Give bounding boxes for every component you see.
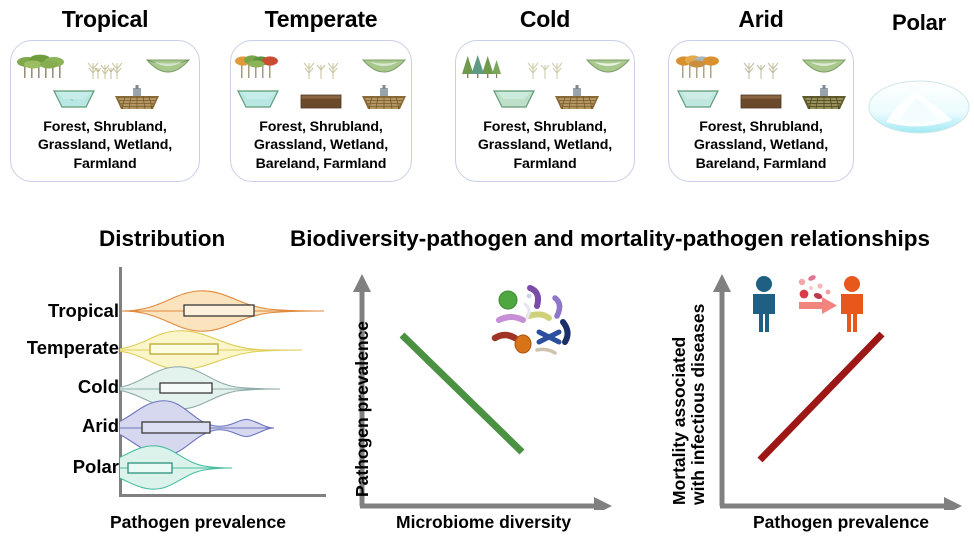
- biodiversity-x-axis-label: Microbiome diversity: [396, 512, 572, 532]
- relationships-panel-title: Biodiversity-pathogen and mortality-path…: [290, 226, 931, 251]
- climate-zone-temperate: Temperate: [230, 6, 412, 182]
- wetland-icon: [492, 90, 535, 108]
- violin-polar: [120, 445, 233, 490]
- distribution-x-axis-label: Pathogen prevalence: [110, 512, 287, 532]
- biome-icon-rows: [231, 50, 411, 113]
- zone-terms-line: Grassland, Wetland,: [37, 137, 173, 154]
- farmland-icon: [554, 85, 599, 110]
- biome-icon-row-1: [11, 50, 199, 81]
- zone-terms: Forest, Shrubland, Grassland, Wetland, B…: [254, 118, 388, 173]
- wetland-icon: [677, 90, 719, 108]
- zone-card: Forest, Shrubland, Grassland, Wetland, F…: [455, 40, 635, 182]
- mixed-forest-icon: [235, 55, 278, 78]
- farmland-icon: [802, 85, 846, 110]
- zone-title: Tropical: [61, 6, 149, 32]
- pathogen-particles-icon: [798, 275, 831, 300]
- bareland-icon: [300, 94, 342, 109]
- grassland-icon: [585, 59, 631, 73]
- zone-terms-line: Forest, Shrubland,: [699, 119, 823, 135]
- farmland-icon: [114, 85, 159, 110]
- shrubland-icon: [303, 62, 339, 79]
- climate-zone-cold: Cold: [455, 6, 635, 182]
- climate-zone-tropical: Tropical: [10, 6, 200, 182]
- bareland-icon: [740, 94, 782, 109]
- violin-series-group: [120, 290, 325, 490]
- grassland-icon: [801, 59, 847, 73]
- zone-terms-line: Grassland, Wetland,: [253, 137, 389, 154]
- grassland-icon: [145, 59, 191, 73]
- wetland-icon: [237, 90, 279, 108]
- zone-title: Temperate: [264, 6, 378, 32]
- zone-card: Forest, Shrubland, Grassland, Wetland, B…: [668, 40, 854, 182]
- distribution-x-axis: [119, 494, 326, 497]
- distribution-chart: Tropical Temperate Cold Arid Polar: [14, 265, 326, 515]
- zone-terms-line: Farmland: [513, 155, 577, 172]
- wetland-icon: ~: [52, 90, 95, 108]
- disease-transmission-icon: [753, 275, 863, 332]
- biome-icon-row-1: [456, 50, 634, 81]
- biome-icon-rows: ~: [11, 50, 199, 113]
- zone-title: Arid: [738, 6, 784, 32]
- trend-line-positive: [757, 331, 885, 463]
- biome-icon-row-1: [669, 50, 853, 81]
- zone-terms-line: Bareland, Farmland: [255, 155, 387, 172]
- microbe-cluster-icon: [491, 285, 571, 355]
- cat-label-polar: Polar: [72, 456, 119, 477]
- cat-label-tropical: Tropical: [48, 300, 119, 321]
- mortality-y-axis-label-line: with infectious diseases: [687, 303, 708, 505]
- grassland-icon: [361, 59, 407, 73]
- zone-terms-line: Farmland: [73, 155, 137, 172]
- zone-terms-line: Bareland, Farmland: [695, 155, 827, 172]
- mortality-x-axis-label: Pathogen prevalence: [753, 512, 930, 532]
- cat-label-cold: Cold: [77, 376, 119, 397]
- violin-temperate: [120, 330, 303, 370]
- zone-title: Polar: [891, 10, 947, 35]
- conifer-forest-icon: [462, 55, 501, 78]
- mortality-axes: [713, 274, 962, 510]
- biodiversity-pathogen-chart: [340, 270, 620, 510]
- zone-terms-line: Forest, Shrubland,: [483, 119, 607, 135]
- mortality-y-axis-label: Mortality associated with infectious dis…: [669, 303, 708, 505]
- biome-icon-row-2: [456, 82, 634, 113]
- biome-icon-row-1: [231, 50, 411, 81]
- mortality-y-axis-label-line: Mortality associated: [669, 336, 689, 505]
- zone-terms-line: Forest, Shrubland,: [259, 119, 383, 135]
- trend-line-negative: [399, 332, 525, 455]
- zone-terms: Forest, Shrubland, Grassland, Wetland, F…: [478, 118, 612, 173]
- shrubland-icon: [527, 62, 563, 79]
- distribution-panel-title: Distribution: [99, 226, 226, 251]
- biome-icon-rows: [456, 50, 634, 113]
- cat-label-arid: Arid: [82, 415, 119, 436]
- biome-icon-rows: [669, 50, 853, 113]
- person-orange-icon: [841, 276, 863, 332]
- biome-icon-row-2: [231, 82, 411, 113]
- zone-card: ~ Forest, Shrubland, Grassland, Wetl: [10, 40, 200, 182]
- zone-terms-line: Grassland, Wetland,: [693, 137, 829, 154]
- zone-terms: Forest, Shrubland, Grassland, Wetland, B…: [694, 118, 828, 173]
- shrubland-icon: [87, 62, 123, 79]
- biome-icon-row-2: ~: [11, 82, 199, 113]
- mortality-pathogen-chart: [700, 270, 972, 510]
- biome-icon-row-2: [669, 82, 853, 113]
- transmission-arrow-icon: [799, 297, 837, 314]
- zone-card: Forest, Shrubland, Grassland, Wetland, B…: [230, 40, 412, 182]
- zone-title: Cold: [519, 6, 571, 32]
- farmland-icon: [362, 85, 406, 110]
- zone-terms: Forest, Shrubland, Grassland, Wetland, F…: [38, 118, 172, 173]
- broadleaf-forest-icon: [17, 54, 64, 78]
- distribution-y-axis: [119, 267, 122, 497]
- zone-terms-line: Forest, Shrubland,: [43, 119, 167, 135]
- biodiversity-axes: [353, 274, 612, 510]
- violin-cold: [120, 366, 281, 410]
- dry-forest-icon: [676, 55, 719, 78]
- ice-cap-icon: [868, 80, 970, 134]
- shrubland-icon: [743, 62, 779, 79]
- svg-text:~: ~: [70, 98, 74, 104]
- cat-label-temperate: Temperate: [26, 337, 119, 358]
- zone-terms-line: Grassland, Wetland,: [477, 137, 613, 154]
- person-blue-icon: [753, 276, 775, 332]
- climate-zone-arid: Arid: [668, 6, 854, 182]
- biodiversity-y-axis-label: Pathogen prevalence: [352, 320, 372, 497]
- violin-tropical: [121, 290, 325, 332]
